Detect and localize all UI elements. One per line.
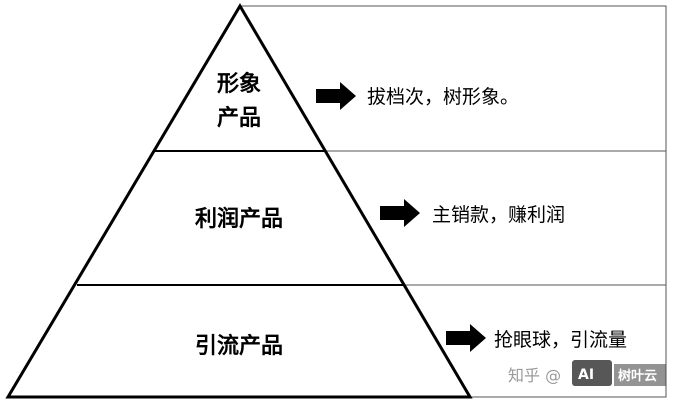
watermark-site: 知乎 @ <box>508 366 561 385</box>
watermark-brand-bg <box>614 364 666 386</box>
tier-2-description: 主销款，赚利润 <box>432 204 565 226</box>
tier-3-label: 引流产品 <box>195 333 283 359</box>
watermark-brand: 树叶云 <box>618 368 657 384</box>
arrow-icon-tier-2 <box>380 199 420 227</box>
tier-1-description: 拔档次，树形象。 <box>367 86 519 108</box>
arrow-icon-tier-1 <box>316 82 356 110</box>
tier-3-description: 抢眼球，引流量 <box>494 329 627 351</box>
watermark-logo-box <box>572 360 612 386</box>
watermark-logo-text: AI <box>578 367 594 383</box>
tier-2-label: 利润产品 <box>195 206 283 232</box>
tier-1-label-line2: 产品 <box>217 106 261 131</box>
tier-1-label-line1: 形象 <box>217 71 261 97</box>
pyramid-triangle <box>5 3 473 399</box>
arrow-icon-tier-3 <box>446 324 486 352</box>
